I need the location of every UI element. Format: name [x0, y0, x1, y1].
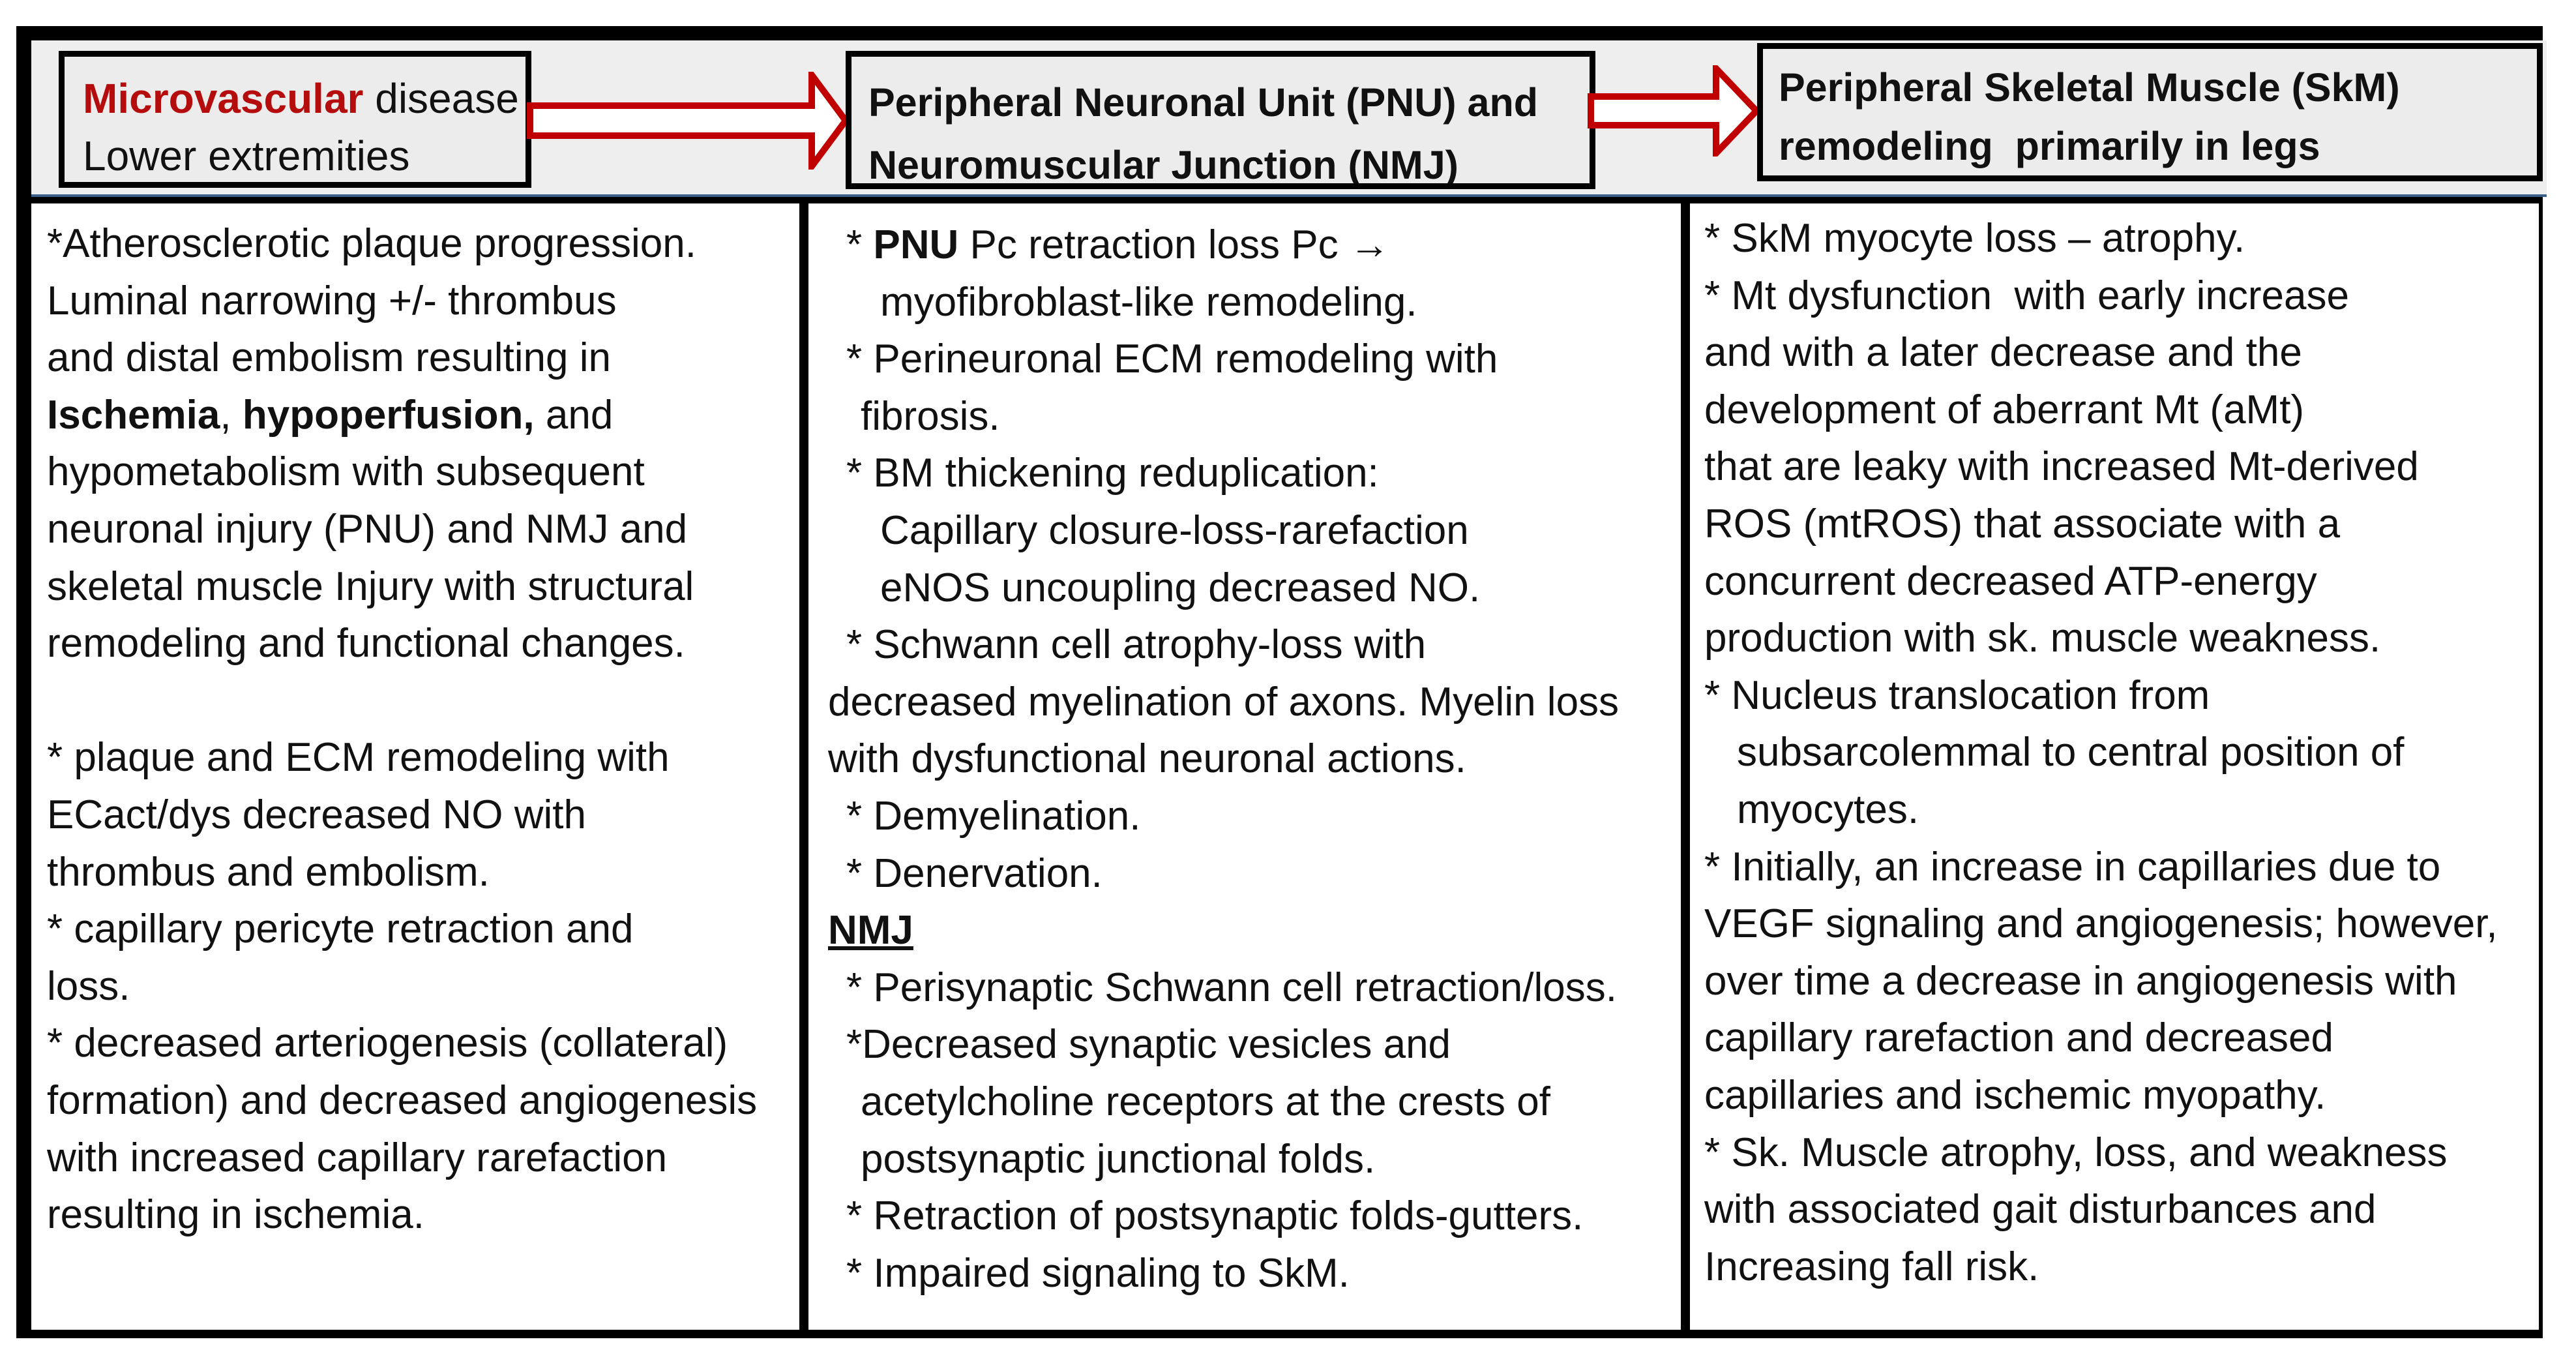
col2-line: * BM thickening reduplication: — [846, 451, 1379, 496]
col3-line: and with a later decrease and the — [1704, 330, 2302, 376]
col2-text: Pc retraction loss Pc → — [958, 222, 1390, 267]
col1-line: * decreased arteriogenesis (collateral) — [47, 1021, 728, 1066]
col1-line: with increased capillary rarefaction — [47, 1135, 668, 1180]
nmj-heading: NMJ — [828, 908, 913, 953]
col1-line: Luminal narrowing +/- thrombus — [47, 278, 617, 323]
col3-line: * Mt dysfunction with early increase — [1704, 273, 2349, 318]
col2-text: * — [846, 222, 874, 267]
col1-line: formation) and decreased angiogenesis — [47, 1077, 758, 1123]
col1-line: *Atherosclerotic plaque progression. — [47, 221, 696, 266]
col2-line: * PNU Pc retraction loss Pc → — [828, 217, 1681, 274]
header-box-3-line-2: remodeling primarily in legs — [1779, 124, 2320, 168]
col1-line: resulting in ischemia. — [47, 1192, 424, 1238]
col2-line: fibrosis. — [861, 393, 1000, 439]
ischemia-bold: Ischemia — [47, 392, 220, 438]
disease-word: disease — [363, 75, 519, 122]
header-box-microvascular: Microvascular disease Lower extremities — [59, 51, 531, 188]
col1-line: remodeling and functional changes. — [47, 621, 685, 667]
col2-line: eNOS uncoupling decreased NO. — [880, 565, 1481, 610]
col2-line: * Perineuronal ECM remodeling with — [846, 337, 1498, 382]
col1-line: neuronal injury (PNU) and NMJ and — [47, 506, 688, 552]
col2-line: Capillary closure-loss-rarefaction — [880, 507, 1469, 553]
header-box-1-line-1: Microvascular disease — [83, 70, 519, 127]
header-box-skm: Peripheral Skeletal Muscle (SkM) remodel… — [1757, 43, 2543, 181]
col1-line: and distal embolism resulting in — [47, 335, 611, 381]
col3-line: that are leaky with increased Mt-derived — [1704, 444, 2419, 490]
col3-line: concurrent decreased ATP-energy — [1704, 558, 2317, 604]
right-arrow-icon — [1588, 65, 1761, 157]
col3-line: with associated gait disturbances and — [1704, 1187, 2376, 1233]
col1-line: skeletal muscle Injury with structural — [47, 563, 694, 609]
hypoperfusion-bold: hypoperfusion, — [242, 392, 535, 438]
col2-line: NMJ — [828, 902, 1681, 959]
col3-line: myocytes. — [1737, 786, 1919, 832]
col3-line: * Sk. Muscle atrophy, loss, and weakness — [1704, 1130, 2448, 1175]
col2-line: *Decreased synaptic vesicles and — [846, 1022, 1451, 1068]
col2-line: * Demyelination. — [846, 793, 1141, 839]
col2-line: acetylcholine receptors at the crests of — [861, 1079, 1550, 1124]
right-arrow-icon — [527, 72, 850, 170]
col2-line: with dysfunctional neuronal actions. — [828, 736, 1466, 782]
col1-line: Ischemia, hypoperfusion, and — [47, 387, 799, 444]
col2-line: myofibroblast-like remodeling. — [880, 279, 1417, 325]
col3-line: VEGF signaling and angiogenesis; however… — [1704, 901, 2498, 947]
col3-line: over time a decrease in angiogenesis wit… — [1704, 958, 2457, 1004]
col2-line: * Retraction of postsynaptic folds-gutte… — [846, 1193, 1584, 1239]
col3-line: development of aberrant Mt (aMt) — [1704, 387, 2305, 432]
col3-line: ROS (mtROS) that associate with a — [1704, 501, 2341, 547]
col1-line: loss. — [47, 963, 130, 1009]
col2-line: * Perisynaptic Schwann cell retraction/l… — [846, 965, 1617, 1010]
col3-line: * Initially, an increase in capillaries … — [1704, 844, 2441, 890]
header-box-3-line-1: Peripheral Skeletal Muscle (SkM) — [1779, 65, 2400, 110]
col2-line: decreased myelination of axons. Myelin l… — [828, 679, 1620, 725]
col1-line: * plaque and ECM remodeling with — [47, 735, 670, 781]
col2-line: * Denervation. — [846, 850, 1103, 896]
spacer — [47, 672, 799, 730]
col1-line: hypometabolism with subsequent — [47, 449, 645, 495]
col1-text: and — [534, 392, 614, 438]
col3-line: * SkM myocyte loss – atrophy. — [1704, 216, 2245, 261]
microvascular-word: Microvascular — [83, 75, 364, 122]
col1-line: thrombus and embolism. — [47, 849, 490, 895]
col2-line: postsynaptic junctional folds. — [861, 1136, 1376, 1182]
header-box-2-line-1: Peripheral Neuronal Unit (PNU) and — [868, 80, 1538, 125]
col1-text: , — [220, 392, 243, 438]
col3-line: capillaries and ischemic myopathy. — [1704, 1072, 2326, 1118]
col3-line: subsarcolemmal to central position of — [1737, 730, 2405, 775]
col1-line: ECact/dys decreased NO with — [47, 792, 587, 837]
col3-line: * Nucleus translocation from — [1704, 672, 2210, 718]
col2-line: * Impaired signaling to SkM. — [846, 1250, 1350, 1296]
header-box-1-line-2: Lower extremities — [83, 132, 410, 179]
pnu-bold: PNU — [873, 222, 959, 267]
col2-line: * Schwann cell atrophy-loss with — [846, 622, 1427, 668]
col1-line: * capillary pericyte retraction and — [47, 906, 634, 952]
col3-line: production with sk. muscle weakness. — [1704, 616, 2381, 661]
column-pnu-nmj: * PNU Pc retraction loss Pc → myofibrobl… — [808, 203, 1681, 1330]
column-microvascular: *Atherosclerotic plaque progression. Lum… — [31, 203, 799, 1330]
header-box-pnu-nmj: Peripheral Neuronal Unit (PNU) and Neuro… — [846, 51, 1595, 189]
header-box-2-line-2: Neuromuscular Junction (NMJ) — [868, 143, 1458, 187]
col3-line: Increasing fall risk. — [1704, 1244, 2039, 1289]
column-skm: * SkM myocyte loss – atrophy. * Mt dysfu… — [1690, 203, 2539, 1330]
col3-line: capillary rarefaction and decreased — [1704, 1015, 2333, 1061]
